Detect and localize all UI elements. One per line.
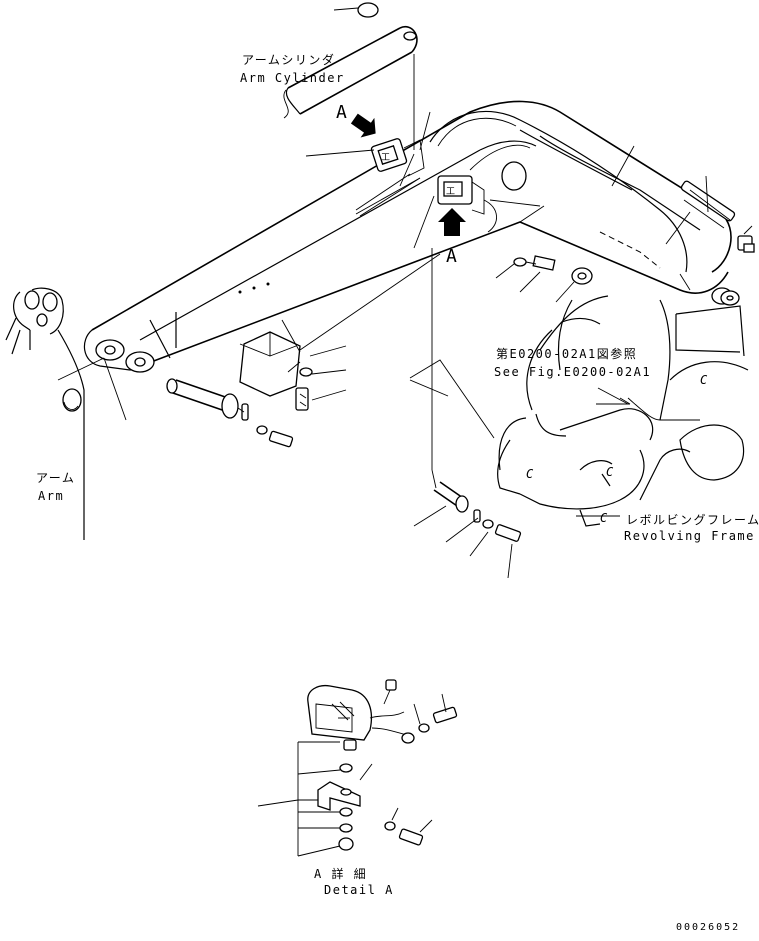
arm-label-en: Arm [38, 489, 64, 503]
svg-text:C: C [700, 373, 708, 387]
detail-a-label-en: Detail A [324, 883, 394, 897]
relay-box [239, 319, 347, 411]
see-fig-label-en: See Fig.E0200-02A1 [494, 365, 651, 379]
leader-see-fig [597, 387, 629, 405]
leader-lines-frame [409, 359, 495, 439]
arm [5, 287, 127, 540]
revolving-frame-label-jp: レボルビングフレーム [626, 513, 759, 527]
work-lamp-lower: 工 [437, 175, 497, 233]
svg-text:C: C [600, 511, 608, 525]
arm-label-jp: アーム [36, 471, 75, 485]
wiring-harness [429, 110, 691, 291]
svg-text:工: 工 [446, 187, 455, 197]
arm-cylinder-label-jp: アームシリンダ [242, 52, 335, 67]
revolving-frame-label-en: Revolving Frame [624, 529, 755, 543]
work-lamp-upper: 工 [370, 138, 425, 177]
svg-text:C: C [526, 467, 534, 481]
leader-lines-boom [299, 111, 691, 470]
revolving-frame: C C C C [497, 295, 749, 527]
view-a-label-lower: A [446, 246, 457, 267]
cylinder-pin-lower [413, 469, 522, 579]
boom-fasteners [495, 175, 755, 306]
cylinder-pin-washer [357, 2, 379, 18]
svg-text:C: C [606, 465, 614, 479]
boom [83, 100, 733, 373]
svg-text:工: 工 [381, 153, 390, 163]
detail-a-label-jp: A 詳 細 [314, 866, 367, 881]
view-arrow-a-upper [350, 113, 376, 138]
boom-foot-pin [166, 378, 294, 448]
drawing-number: 00026052 [676, 922, 740, 933]
arm-cylinder [283, 2, 418, 150]
arm-cylinder-label-en: Arm Cylinder [240, 71, 345, 85]
detail-a-leaders [257, 741, 341, 857]
view-a-label-upper: A [336, 102, 347, 123]
detail-a-bracket [317, 763, 433, 851]
detail-a-lamp [307, 679, 458, 751]
see-fig-label-jp: 第E0200-02A1図参照 [496, 346, 637, 361]
view-arrow-a-lower [438, 208, 466, 236]
